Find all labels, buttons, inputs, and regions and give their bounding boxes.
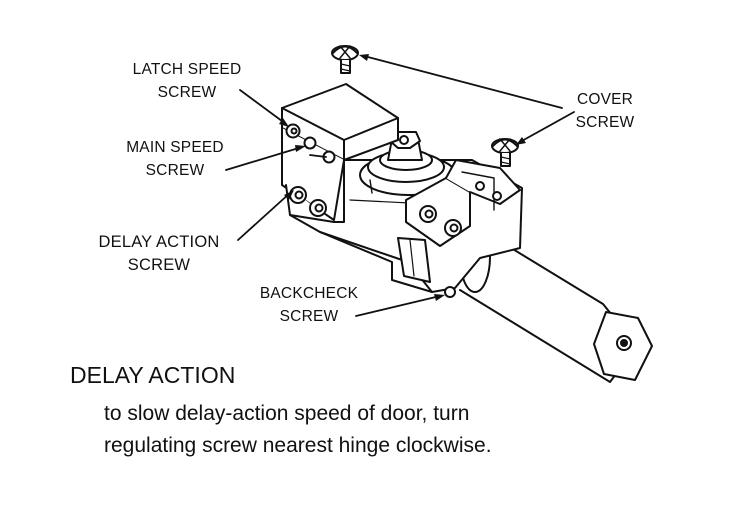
caption-title: DELAY ACTION: [70, 362, 236, 388]
leader-lines: [225, 54, 575, 317]
caption-line: regulating screw nearest hinge clockwise…: [104, 434, 492, 457]
caption-line: to slow delay-action speed of door, turn: [104, 402, 470, 425]
cover-screw-right: [491, 138, 519, 167]
closer-bracket-right: [405, 159, 521, 298]
caption-body: to slow delay-action speed of door, turn…: [104, 398, 724, 462]
cover-screw-top: [331, 45, 359, 74]
